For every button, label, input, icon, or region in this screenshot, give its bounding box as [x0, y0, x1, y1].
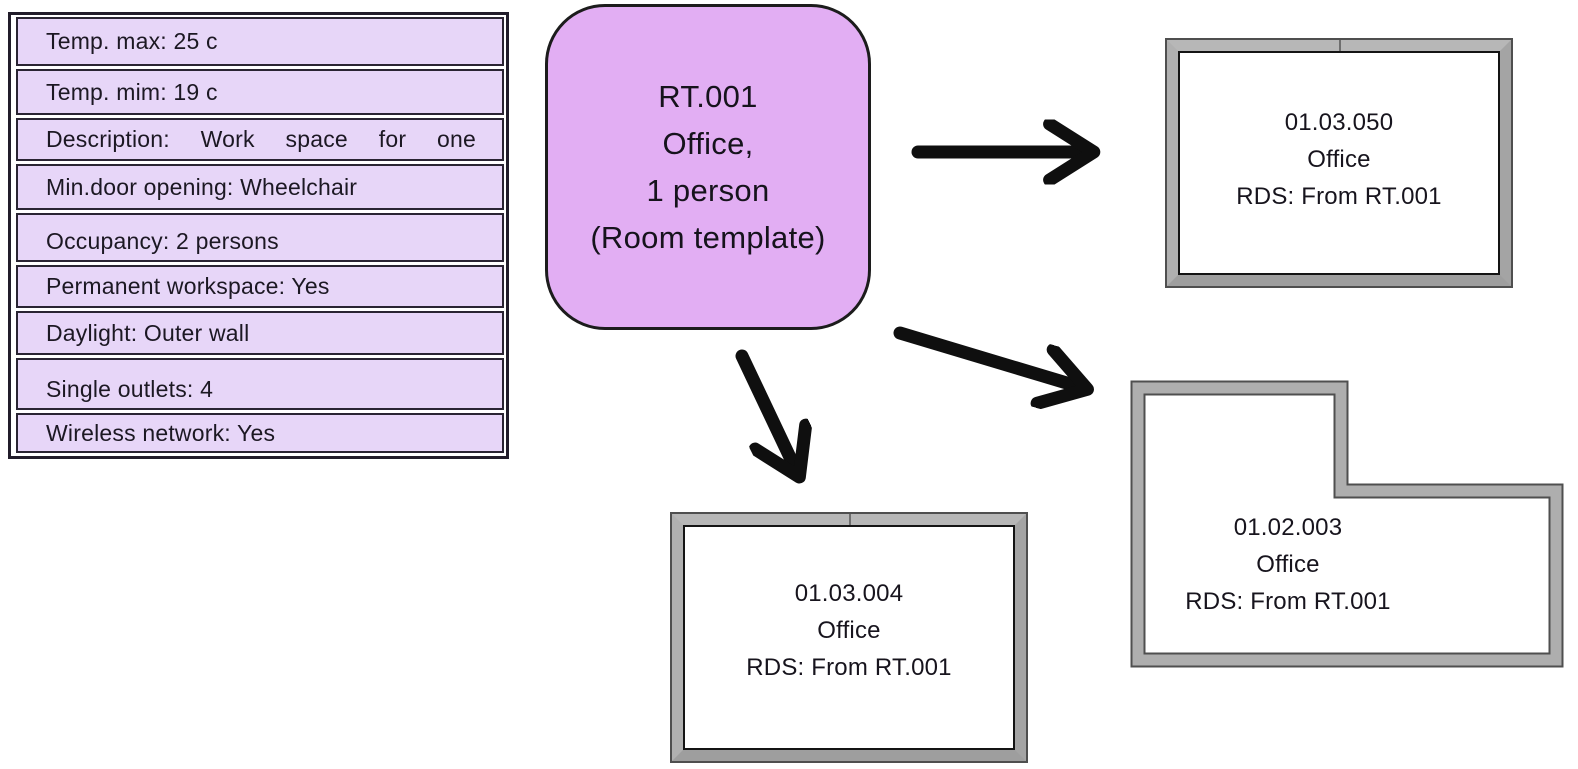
prop-row-temp-min: Temp. mim: 19 c — [16, 69, 504, 115]
template-kind: (Room template) — [590, 220, 826, 255]
arrow-to-room-01-02-003 — [893, 326, 1080, 387]
room-label: 01.02.003 Office RDS: From RT.001 — [1138, 509, 1438, 620]
template-type: Office, — [662, 126, 754, 161]
prop-row-occupancy: Occupancy: 2 persons — [16, 213, 504, 262]
room-properties-table: Temp. max: 25 c Temp. mim: 19 c Descript… — [8, 12, 509, 459]
prop-row-label: Min.door opening: Wheelchair — [46, 173, 358, 200]
template-code: RT.001 — [658, 79, 758, 114]
room-type: Office — [1256, 551, 1320, 578]
prop-row-permanent-workspace: Permanent workspace: Yes — [16, 265, 504, 308]
prop-row-label: Temp. mim: 19 c — [46, 78, 218, 105]
prop-row-label: Daylight: Outer wall — [46, 319, 250, 346]
prop-row-label: Temp. max: 25 c — [46, 28, 218, 54]
prop-row-label: Description: Work space for one — [46, 126, 476, 152]
prop-row-label: Occupancy: 2 persons — [46, 228, 279, 254]
l-shape-walls — [1130, 380, 1564, 668]
room-rds: RDS: From RT.001 — [1236, 183, 1442, 210]
room-type: Office — [1307, 146, 1371, 173]
room-template-node: RT.001 Office, 1 person (Room template) — [545, 4, 871, 330]
room-type: Office — [817, 617, 881, 644]
room-rds: RDS: From RT.001 — [746, 654, 952, 681]
prop-row-description: Description: Work space for one — [16, 118, 504, 161]
room-rds: RDS: From RT.001 — [1185, 588, 1391, 615]
room-01-03-050: 01.03.050 Office RDS: From RT.001 — [1165, 38, 1513, 288]
room-label: 01.03.004 Office RDS: From RT.001 — [683, 575, 1015, 686]
prop-row-wireless-network: Wireless network: Yes — [16, 413, 504, 453]
prop-row-label: Wireless network: Yes — [46, 419, 276, 446]
template-capacity: 1 person — [646, 173, 770, 208]
prop-row-label: Permanent workspace: Yes — [46, 273, 330, 299]
prop-row-min-door-opening: Min.door opening: Wheelchair — [16, 164, 504, 210]
room-01-03-004: 01.03.004 Office RDS: From RT.001 — [670, 512, 1028, 763]
prop-row-single-outlets: Single outlets: 4 — [16, 358, 504, 410]
prop-row-temp-max: Temp. max: 25 c — [16, 17, 504, 66]
room-id: 01.03.050 — [1284, 109, 1394, 136]
arrow-to-room-01-03-004 — [735, 349, 796, 470]
room-id: 01.03.004 — [794, 580, 904, 607]
prop-row-label: Single outlets: 4 — [46, 376, 214, 402]
room-01-02-003: 01.02.003 Office RDS: From RT.001 — [1123, 373, 1575, 675]
room-id: 01.02.003 — [1233, 514, 1343, 541]
room-label: 01.03.050 Office RDS: From RT.001 — [1178, 104, 1500, 215]
prop-row-daylight: Daylight: Outer wall — [16, 311, 504, 355]
